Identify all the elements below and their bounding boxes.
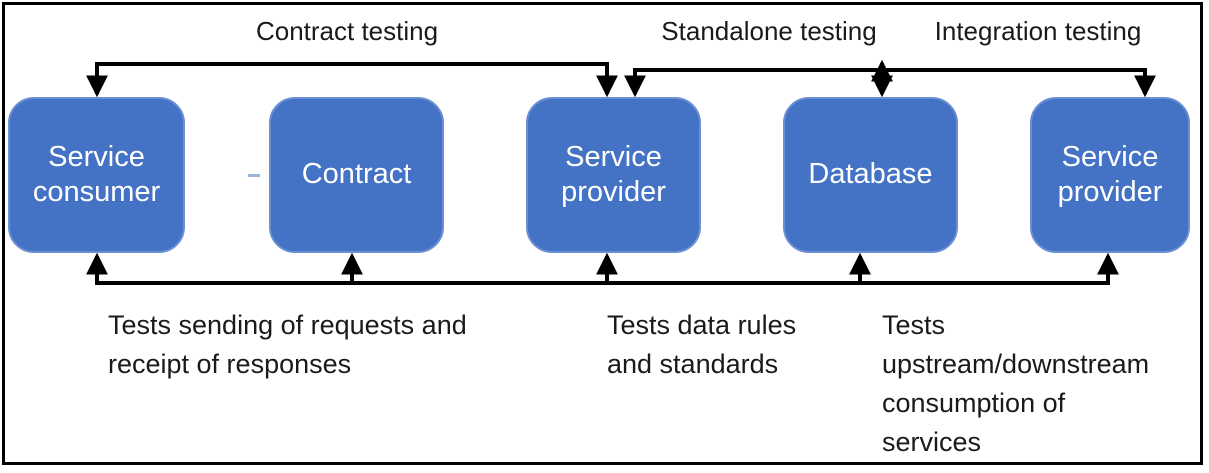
- node-service-provider-2: Service provider: [1030, 97, 1190, 253]
- label-integration-testing: Integration testing: [934, 16, 1142, 46]
- label-contract-testing: Contract testing: [255, 16, 439, 46]
- label-standalone-testing: Standalone testing: [661, 16, 877, 46]
- caption-integration-testing: Tests upstream/downstream consumption of…: [882, 310, 1150, 457]
- node-service-consumer: Service consumer: [8, 97, 185, 253]
- caption-standalone-testing: Tests data rules and standards: [607, 310, 797, 379]
- node-service-provider-1: Service provider: [526, 97, 701, 253]
- connector-dash: [248, 174, 260, 177]
- caption-contract-testing: Tests sending of requests and receipt of…: [108, 310, 467, 379]
- outer-frame: [2, 2, 1203, 465]
- node-database: Database: [783, 97, 958, 253]
- node-contract: Contract: [269, 97, 444, 253]
